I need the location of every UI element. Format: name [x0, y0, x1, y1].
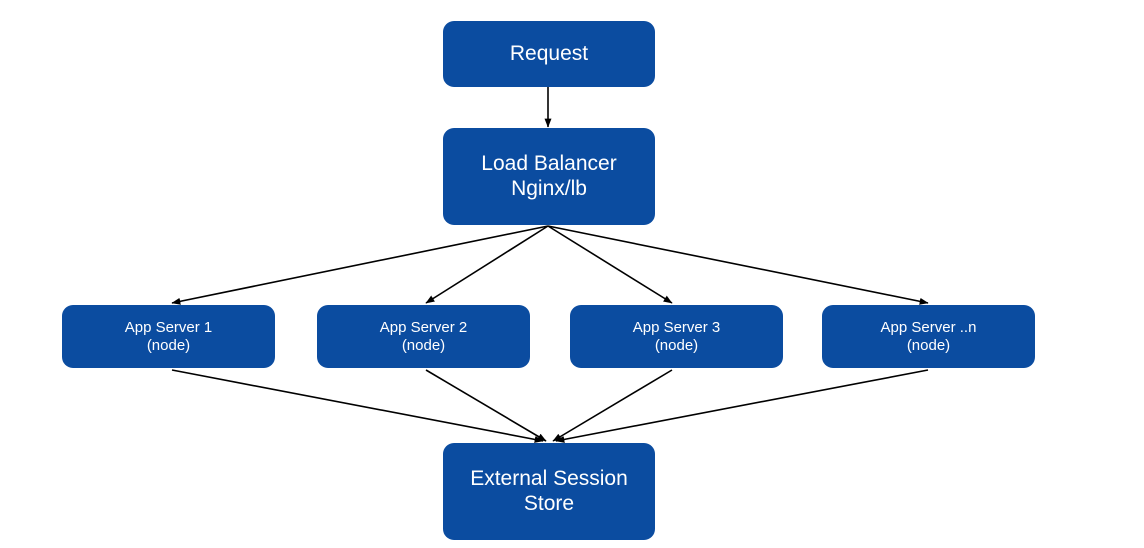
- edge-load-balancer-to-app-server-4: [547, 225, 929, 305]
- edge-load-balancer-to-app-server-3: [547, 225, 673, 304]
- node-app-server-1-label-line-2: (node): [146, 336, 191, 354]
- node-app-server-n[interactable]: App Server ..n (node): [822, 305, 1035, 368]
- node-external-session-store-label-line-1: External Session: [470, 466, 628, 490]
- edge-app-server-3-to-session-store: [552, 369, 673, 442]
- edge-app-server-4-to-session-store: [555, 369, 929, 443]
- node-request-label-line-1: Request: [509, 41, 589, 65]
- node-app-server-n-label-line-1: App Server ..n: [880, 318, 977, 336]
- node-app-server-2-label-line-1: App Server 2: [379, 318, 468, 336]
- node-app-server-2-label-line-2: (node): [401, 336, 446, 354]
- edge-load-balancer-to-app-server-1: [171, 225, 549, 305]
- node-app-server-1[interactable]: App Server 1 (node): [62, 305, 275, 368]
- node-app-server-n-label-line-2: (node): [906, 336, 951, 354]
- node-app-server-1-label-line-1: App Server 1: [124, 318, 213, 336]
- node-load-balancer-label-line-2: Nginx/lb: [511, 176, 587, 200]
- node-load-balancer[interactable]: Load Balancer Nginx/lb: [443, 128, 655, 225]
- node-app-server-3[interactable]: App Server 3 (node): [570, 305, 783, 368]
- node-external-session-store-label-line-2: Store: [523, 491, 575, 515]
- edge-app-server-2-to-session-store: [425, 369, 547, 442]
- edge-app-server-1-to-session-store: [171, 369, 544, 443]
- edge-load-balancer-to-app-server-2: [425, 225, 549, 304]
- node-app-server-3-label-line-1: App Server 3: [632, 318, 721, 336]
- node-load-balancer-label-line-1: Load Balancer: [481, 151, 617, 175]
- node-external-session-store[interactable]: External Session Store: [443, 443, 655, 540]
- node-app-server-3-label-line-2: (node): [654, 336, 699, 354]
- node-request[interactable]: Request: [443, 21, 655, 87]
- node-app-server-2[interactable]: App Server 2 (node): [317, 305, 530, 368]
